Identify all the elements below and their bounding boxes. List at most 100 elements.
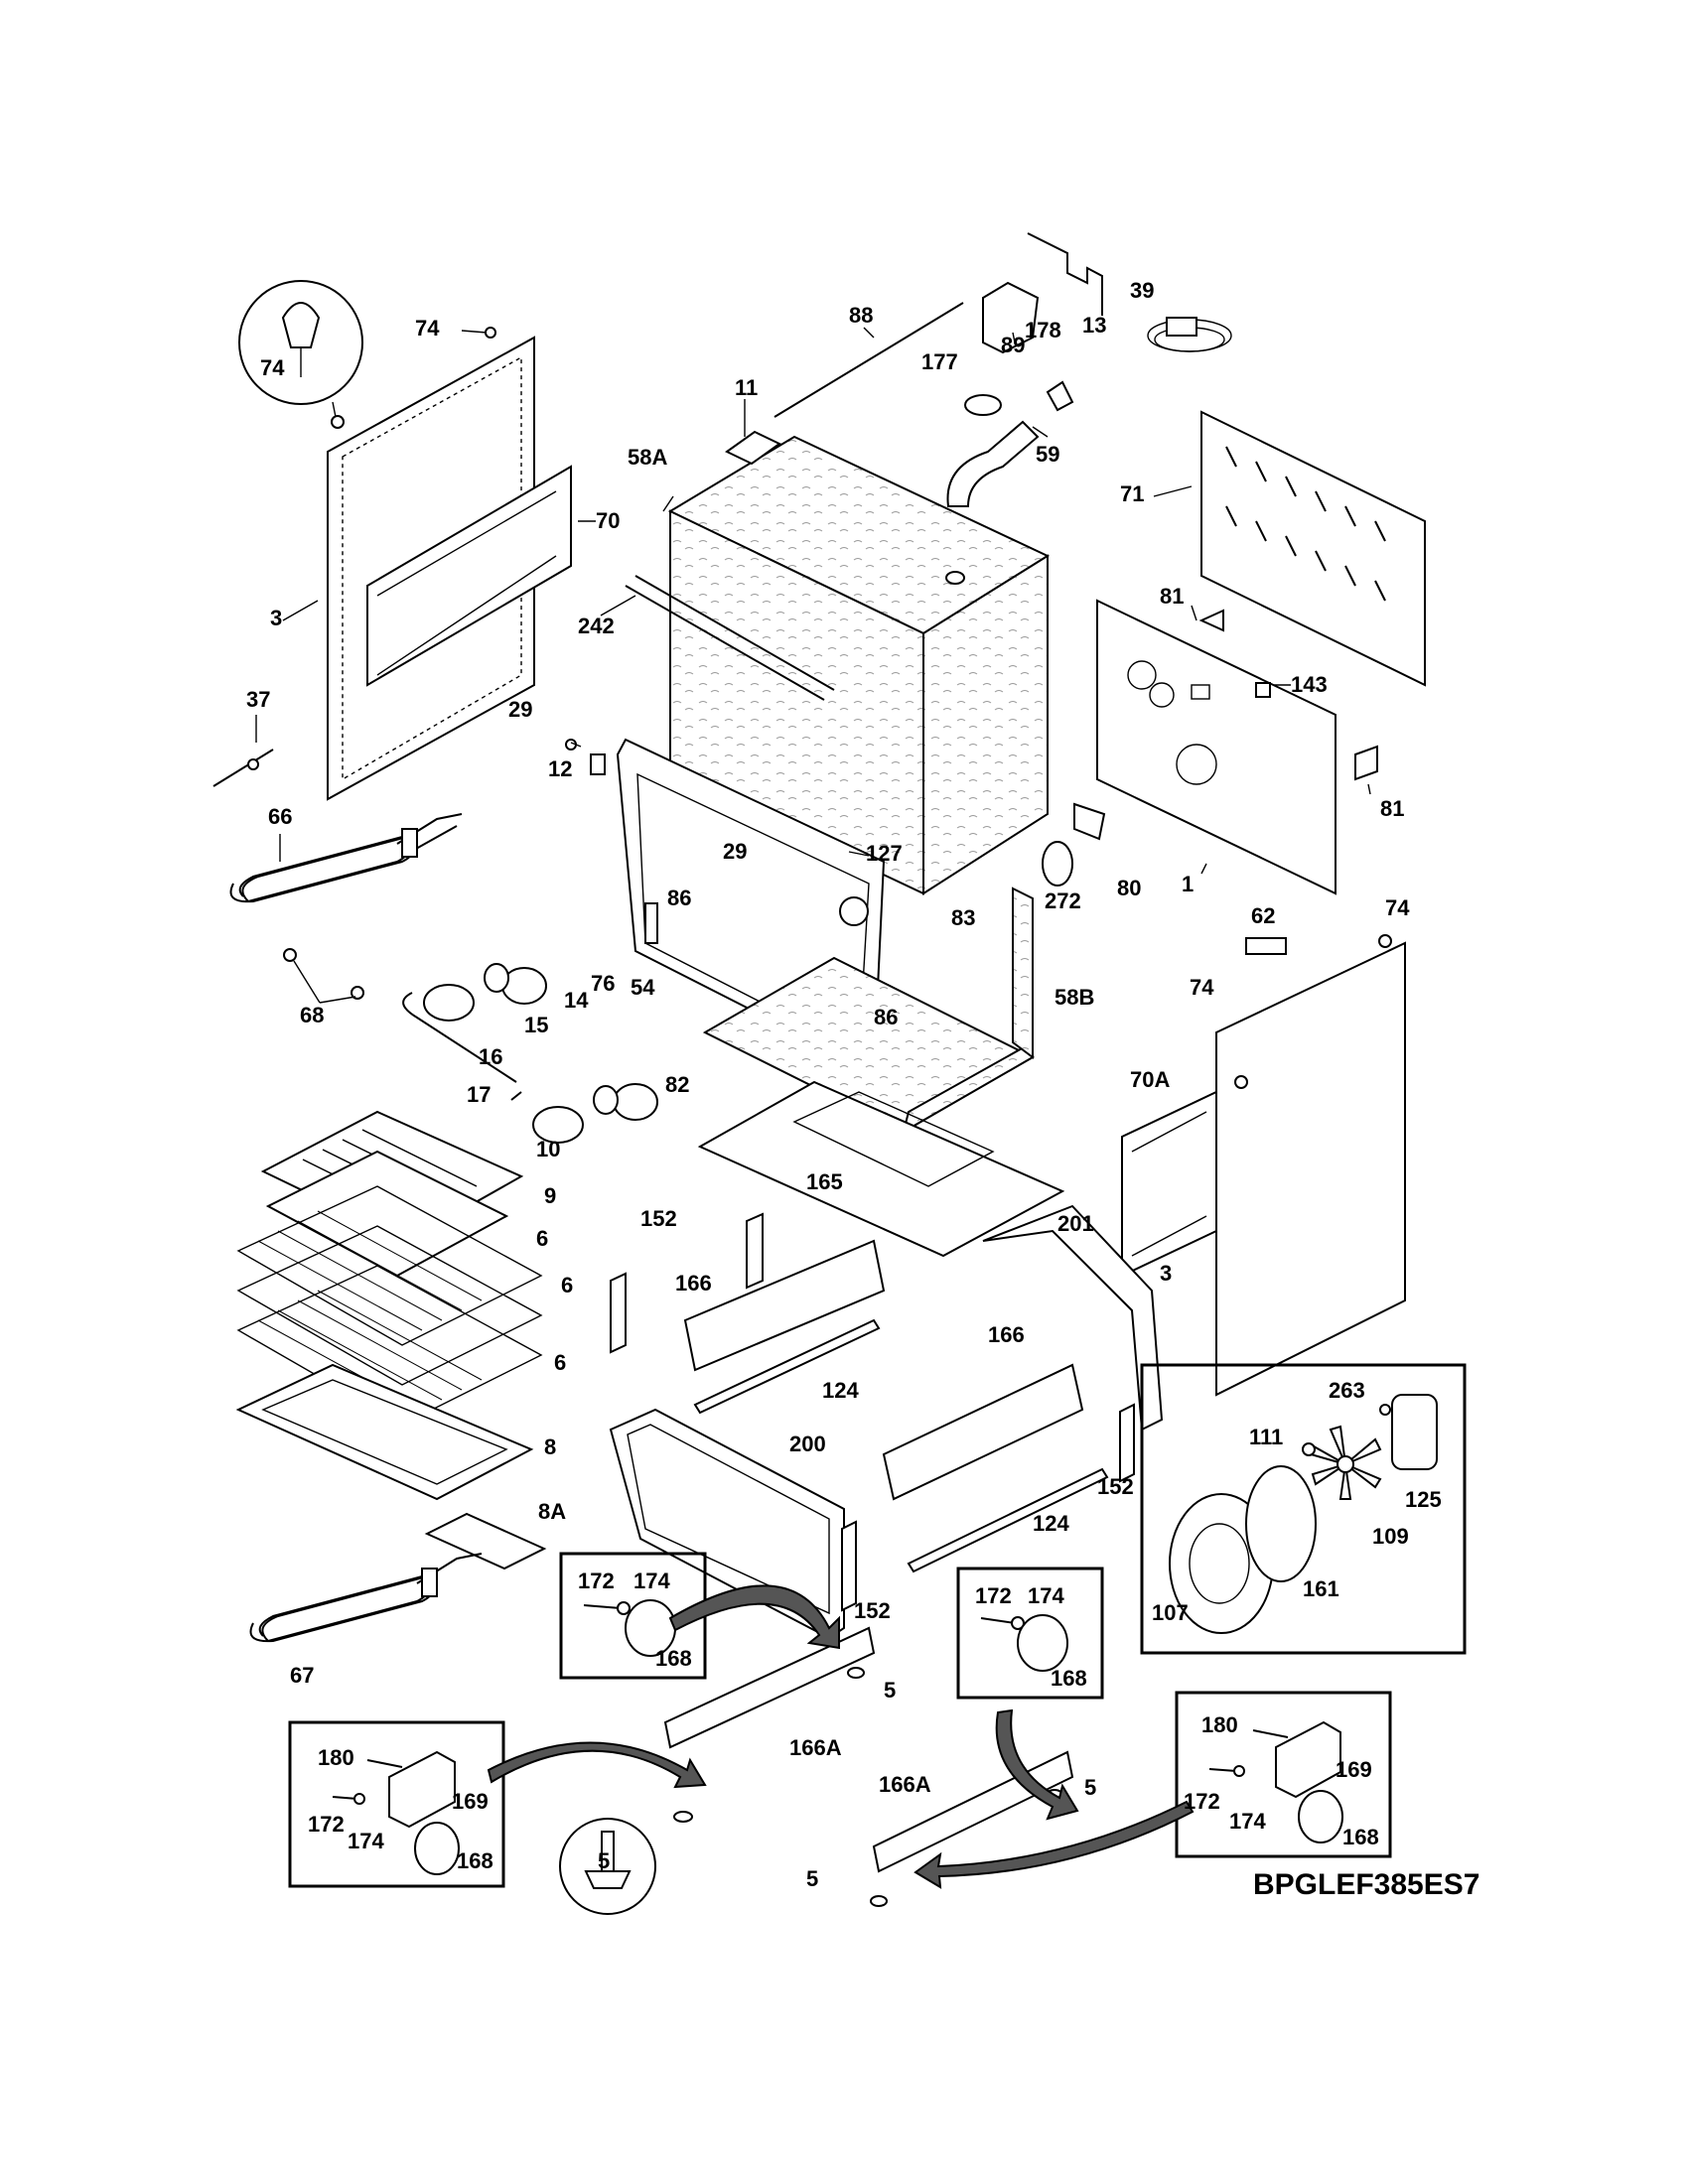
callout-168: 168 [1051, 1666, 1087, 1691]
callout-200: 200 [789, 1432, 826, 1456]
callout-111: 111 [1249, 1425, 1283, 1449]
bake-element-lower [249, 1553, 483, 1643]
callout-161: 161 [1303, 1576, 1339, 1601]
callout-71: 71 [1120, 481, 1144, 506]
callout-54: 54 [631, 975, 655, 1000]
bracket-81b [1354, 745, 1378, 781]
bracket-11 [725, 430, 781, 466]
callout-76: 76 [591, 971, 615, 996]
callout-58A: 58A [628, 445, 667, 470]
callout-86: 86 [667, 886, 691, 910]
thermostat-178 [1046, 380, 1074, 412]
callout-5: 5 [598, 1848, 610, 1873]
leg-5a [847, 1667, 865, 1679]
callout-152: 152 [854, 1598, 891, 1623]
callout-5: 5 [806, 1866, 818, 1891]
convection-fan-detail [1140, 1363, 1467, 1655]
callout-107: 107 [1152, 1600, 1189, 1625]
callout-242: 242 [578, 614, 615, 638]
callout-174: 174 [1229, 1809, 1266, 1834]
rail-124 [693, 1318, 881, 1415]
callout-124: 124 [1033, 1511, 1069, 1536]
callout-272: 272 [1045, 888, 1081, 913]
base-frame [697, 1080, 1164, 1432]
callout-68: 68 [300, 1003, 324, 1027]
rear-panel-71 [1200, 410, 1426, 687]
leveler-detail-box-c [288, 1720, 505, 1888]
callout-29: 29 [508, 697, 532, 722]
callout-70: 70 [596, 508, 620, 533]
callout-8A: 8A [538, 1499, 566, 1524]
callout-166: 166 [988, 1322, 1025, 1347]
oven-lamp-assembly [402, 963, 658, 1144]
rail-166b [882, 1363, 1084, 1501]
callout-169: 169 [1336, 1757, 1372, 1782]
callout-6: 6 [561, 1273, 573, 1297]
leg-5d [870, 1895, 888, 1907]
callout-166: 166 [675, 1271, 712, 1296]
callout-125: 125 [1405, 1487, 1442, 1512]
callout-12: 12 [548, 756, 572, 781]
rail-124b [907, 1467, 1109, 1573]
callout-3: 3 [1160, 1261, 1172, 1286]
arrow-b [995, 1708, 1079, 1821]
callout-37: 37 [246, 687, 270, 712]
callout-88: 88 [849, 303, 873, 328]
callout-67: 67 [290, 1663, 314, 1688]
leveler-detail-box-d [1175, 1691, 1392, 1858]
callout-83: 83 [951, 905, 975, 930]
clip-143 [1255, 682, 1271, 698]
bracket-152a [610, 1272, 627, 1354]
oven-racks [236, 1185, 543, 1426]
callout-74: 74 [1385, 895, 1410, 920]
screw-74 [485, 327, 496, 339]
arrow-d [914, 1800, 1195, 1889]
callout-74: 74 [260, 355, 285, 380]
callout-80: 80 [1117, 876, 1141, 900]
callout-180: 180 [318, 1745, 354, 1770]
arrow-a [668, 1584, 840, 1650]
right-side-panel [1121, 941, 1406, 1397]
bracket-68 [283, 948, 297, 962]
callout-178: 178 [1025, 318, 1061, 342]
callout-15: 15 [524, 1013, 548, 1037]
left-side-panel [327, 336, 572, 801]
callout-152: 152 [1097, 1474, 1134, 1499]
callout-169: 169 [452, 1789, 489, 1814]
rail-166 [683, 1239, 886, 1372]
terminal-block-62 [1245, 937, 1287, 955]
callout-143: 143 [1291, 672, 1328, 697]
callout-82: 82 [665, 1072, 689, 1097]
callout-66: 66 [268, 804, 292, 829]
callout-74: 74 [1190, 975, 1214, 1000]
callout-166A: 166A [789, 1735, 842, 1760]
callout-174: 174 [633, 1569, 670, 1593]
callout-74: 74 [415, 316, 440, 341]
bracket-81 [1198, 609, 1224, 632]
model-code: BPGLEF385ES7 [1253, 1868, 1479, 1901]
broiler-pan [260, 1110, 524, 1278]
callout-168: 168 [655, 1646, 692, 1671]
wire-88 [774, 302, 964, 418]
bracket-152d [841, 1520, 857, 1612]
insulator-272 [1042, 841, 1073, 887]
callout-6: 6 [554, 1350, 566, 1375]
callout-172: 172 [975, 1583, 1012, 1608]
rail-166A-left [663, 1626, 876, 1749]
bracket-152c [1119, 1403, 1135, 1483]
callout-109: 109 [1372, 1524, 1409, 1549]
callout-201: 201 [1057, 1211, 1094, 1236]
callout-5: 5 [1084, 1775, 1096, 1800]
callout-5: 5 [884, 1678, 896, 1703]
callout-62: 62 [1251, 903, 1275, 928]
callout-168: 168 [1342, 1825, 1379, 1849]
callout-10: 10 [536, 1137, 560, 1161]
convection-part-127 [839, 896, 869, 926]
callout-58B: 58B [1055, 985, 1094, 1010]
callout-177: 177 [921, 349, 958, 374]
callout-172: 172 [578, 1569, 615, 1593]
callout-39: 39 [1130, 278, 1154, 303]
bracket-80 [1073, 802, 1106, 841]
callout-8: 8 [544, 1434, 556, 1459]
